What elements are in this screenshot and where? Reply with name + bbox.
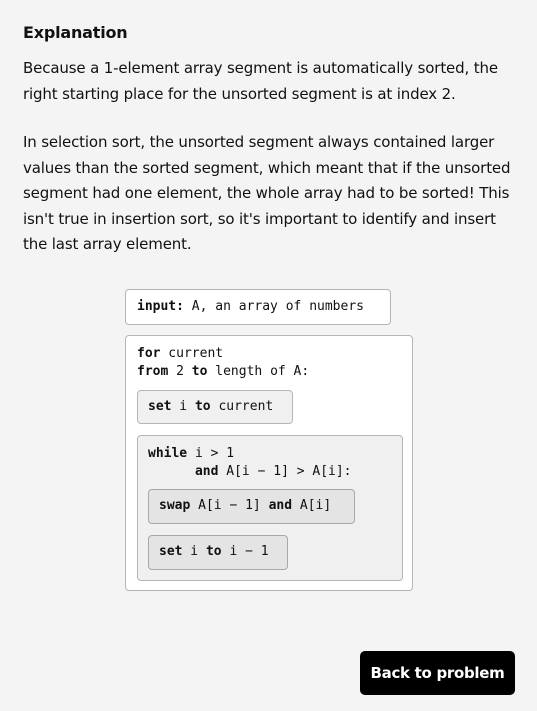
set-keyword: set <box>148 399 172 414</box>
from-text-1: 2 <box>168 364 192 379</box>
swap-keyword: swap <box>159 498 191 513</box>
and-text: A[i − 1] > A[i]: <box>218 464 352 479</box>
decrement-text-2: i − 1 <box>221 544 269 559</box>
from-keyword: from <box>137 364 169 379</box>
set-to-keyword: to <box>194 399 211 414</box>
input-text: A, an array of numbers <box>183 299 364 314</box>
decrement-set-keyword: set <box>159 544 183 559</box>
explanation-heading: Explanation <box>23 23 128 42</box>
set-text-1: i <box>171 399 195 414</box>
swap-text-2: A[i] <box>292 498 332 513</box>
while-loop-header: while i > 1 and A[i − 1] > A[i]: <box>148 445 352 481</box>
decrement-text-1: i <box>182 544 206 559</box>
back-to-problem-button[interactable]: Back to problem <box>360 651 515 695</box>
decrement-to-keyword: to <box>205 544 222 559</box>
swap-block: swap A[i − 1] and A[i] <box>148 489 355 524</box>
from-text-2: length of A: <box>207 364 310 379</box>
explanation-paragraph-1: Because a 1-element array segment is aut… <box>23 59 498 103</box>
and-keyword: and <box>194 464 219 479</box>
input-keyword: input: <box>137 299 184 314</box>
swap-text-1: A[i − 1] <box>190 498 269 513</box>
for-keyword: for <box>137 346 161 361</box>
input-block: input: A, an array of numbers <box>125 289 391 325</box>
set-text-2: current <box>210 399 274 414</box>
for-text: current <box>160 346 224 361</box>
for-loop-block: for current from 2 to length of A: set i… <box>125 335 413 591</box>
explanation-paragraph-2: In selection sort, the unsorted segment … <box>23 133 511 253</box>
while-text: i > 1 <box>187 446 235 461</box>
set-i-block: set i to current <box>137 390 293 424</box>
swap-and-keyword: and <box>268 498 293 513</box>
while-keyword: while <box>148 446 188 461</box>
for-loop-header: for current from 2 to length of A: <box>137 345 309 381</box>
while-indent <box>148 464 195 479</box>
decrement-block: set i to i − 1 <box>148 535 288 570</box>
while-loop-block: while i > 1 and A[i − 1] > A[i]: swap A[… <box>137 435 403 581</box>
to-keyword: to <box>191 364 208 379</box>
